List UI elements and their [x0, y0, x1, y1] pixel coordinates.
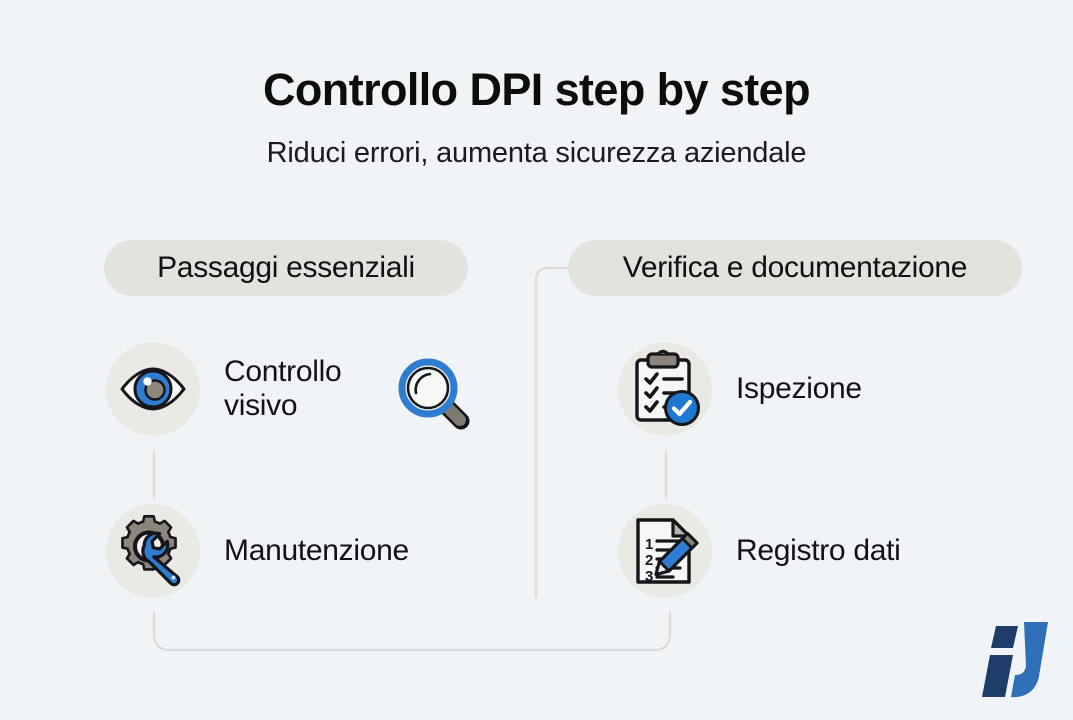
connector-center-divider [534, 266, 570, 599]
column-header-left-label: Passaggi essenziali [157, 251, 415, 284]
clipboard-check-icon-disc [618, 342, 712, 436]
step-label-controllo-visivo: Controllo visivo [224, 355, 342, 422]
gear-wrench-icon [121, 515, 181, 587]
step-manutenzione: Manutenzione [106, 504, 409, 598]
step-label-registro-dati: Registro dati [736, 534, 901, 568]
gear-wrench-icon-disc [106, 504, 200, 598]
column-header-right: Verifica e documentazione [568, 240, 1022, 296]
step-label-manutenzione: Manutenzione [224, 534, 409, 568]
step-registro-dati: 1 2 3 Registro dati [618, 504, 901, 598]
wrench-shape [141, 531, 181, 587]
magnifier-icon-wrap [388, 348, 480, 440]
brand-logo-icon [982, 622, 1048, 698]
magnifier-icon [398, 358, 470, 430]
step-ispezione: Ispezione [618, 342, 862, 436]
svg-text:1: 1 [645, 536, 653, 553]
svg-text:2: 2 [645, 552, 653, 569]
eye-icon [120, 367, 186, 411]
clipboard-check-icon [635, 349, 700, 426]
document-pencil-icon-disc: 1 2 3 [618, 504, 712, 598]
connector-bottom-u [152, 611, 672, 652]
column-header-left: Passaggi essenziali [104, 240, 468, 296]
brand-logo [966, 618, 1058, 704]
page-title: Controllo DPI step by step [263, 64, 811, 115]
eye-icon-disc [106, 342, 200, 436]
page-subtitle: Riduci errori, aumenta sicurezza azienda… [266, 137, 807, 169]
column-header-right-label: Verifica e documentazione [622, 251, 968, 284]
step-controllo-visivo: Controllo visivo [106, 342, 342, 436]
step-label-ispezione: Ispezione [736, 372, 862, 406]
pencil-shape [654, 531, 699, 577]
svg-text:3: 3 [645, 568, 653, 585]
document-pencil-icon: 1 2 3 [636, 518, 699, 585]
